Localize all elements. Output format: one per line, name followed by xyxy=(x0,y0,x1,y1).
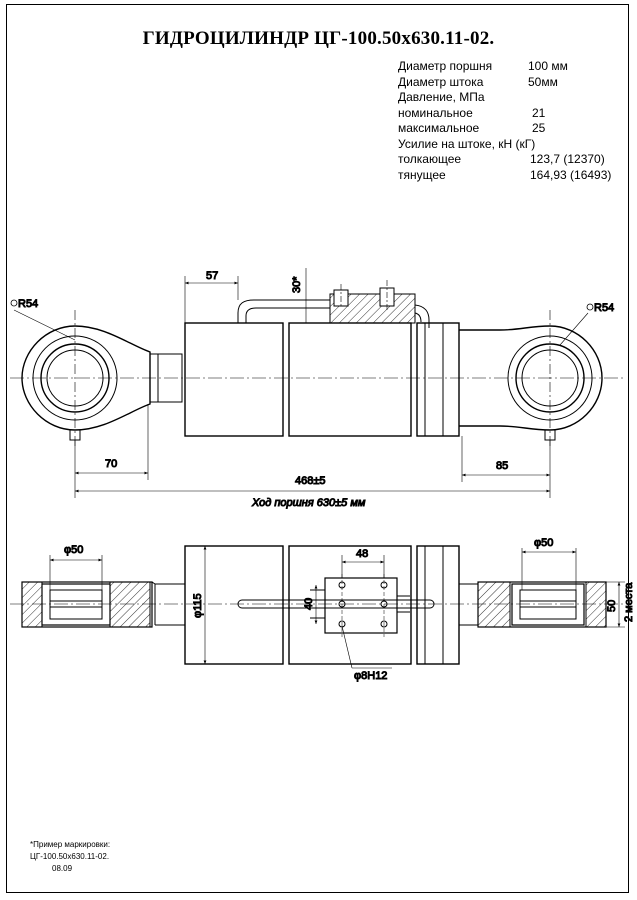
spec-label: максимальное xyxy=(398,121,480,135)
right-cylinder-eye xyxy=(459,310,603,448)
oil-tube xyxy=(237,299,430,328)
drawing-title: ГИДРОЦИЛИНДР ЦГ-100.50х630.11-02. xyxy=(142,28,495,49)
tube-plan xyxy=(237,599,435,609)
dim-30: 30* xyxy=(291,276,303,293)
dim-48: 48 xyxy=(356,548,368,560)
spec-row: тянущее 164,93 (16493) xyxy=(398,167,611,184)
dim-bolt-holes: φ8H12 xyxy=(354,670,387,682)
spec-value: 100 мм xyxy=(528,59,568,73)
dim-85: 85 xyxy=(496,460,508,472)
plan-view: φ50 φ115 xyxy=(10,537,636,683)
valve-block xyxy=(329,280,416,324)
cylinder-body-middle xyxy=(288,322,412,437)
body-left-plan xyxy=(184,545,284,665)
note-line: 08.09 xyxy=(52,864,73,873)
drawing-frame xyxy=(6,4,629,893)
spec-row: максимальное 25 xyxy=(398,121,545,137)
end-cap-plan xyxy=(416,545,460,665)
dim-57: 57 xyxy=(206,270,218,282)
dim-70: 70 xyxy=(105,458,117,470)
spec-label: Диаметр поршня xyxy=(398,59,493,73)
cylinder-end-cap xyxy=(416,322,460,437)
note-heading: *Пример маркировки: xyxy=(30,840,111,849)
spec-label: толкающее xyxy=(398,152,462,166)
side-view: R54 xyxy=(10,268,625,510)
right-eye-section xyxy=(459,581,607,628)
spec-value: 21 xyxy=(532,105,546,120)
dim-dia-50-left: φ50 xyxy=(64,544,83,556)
spec-label: Диаметр штока xyxy=(398,74,484,89)
cylinder-body-left xyxy=(184,322,284,437)
spec-row: Диаметр штока 50мм xyxy=(398,74,558,91)
dim-places: 2 места xyxy=(623,582,635,622)
note-line: ЦГ-100.50х630.11-02. xyxy=(30,852,110,861)
spec-label: номинальное xyxy=(398,105,473,120)
spec-row: толкающее 123,7 (12370) xyxy=(398,152,605,168)
marking-note: *Пример маркировки: ЦГ-100.50х630.11-02.… xyxy=(30,839,110,875)
spec-label: Усилие на штоке, кН (кГ) xyxy=(398,136,536,151)
dim-dia-50-right: φ50 xyxy=(534,537,553,549)
body-middle-plan xyxy=(288,545,412,665)
left-rod-eye xyxy=(21,310,183,448)
spec-value: 25 xyxy=(532,121,546,135)
dim-50-right: 50 xyxy=(606,600,618,612)
left-eye-section xyxy=(21,581,185,628)
spec-value: 50мм xyxy=(528,74,558,89)
radius-label-left: R54 xyxy=(18,298,38,310)
spec-row: Усилие на штоке, кН (кГ) xyxy=(398,137,535,153)
radius-label-right: R54 xyxy=(594,302,614,314)
spec-label: тянущее xyxy=(398,167,446,182)
spec-row: Диаметр поршня 100 мм xyxy=(398,59,568,75)
dim-468: 468±5 xyxy=(295,475,326,487)
dim-dia-115: φ115 xyxy=(192,593,204,618)
spec-label: Давление, МПа xyxy=(398,90,485,104)
dim-40: 40 xyxy=(303,598,315,610)
valve-block-plan xyxy=(310,574,410,637)
spec-value: 164,93 (16493) xyxy=(530,167,612,182)
spec-row: номинальное 21 xyxy=(398,105,545,122)
spec-row: Давление, МПа xyxy=(398,90,535,106)
spec-value: 123,7 (12370) xyxy=(530,152,605,166)
spec-table: Диаметр поршня 100 мм Диаметр штока 50мм Д… xyxy=(398,59,611,184)
stroke-length: Ход поршня 630±5 мм xyxy=(251,497,366,509)
